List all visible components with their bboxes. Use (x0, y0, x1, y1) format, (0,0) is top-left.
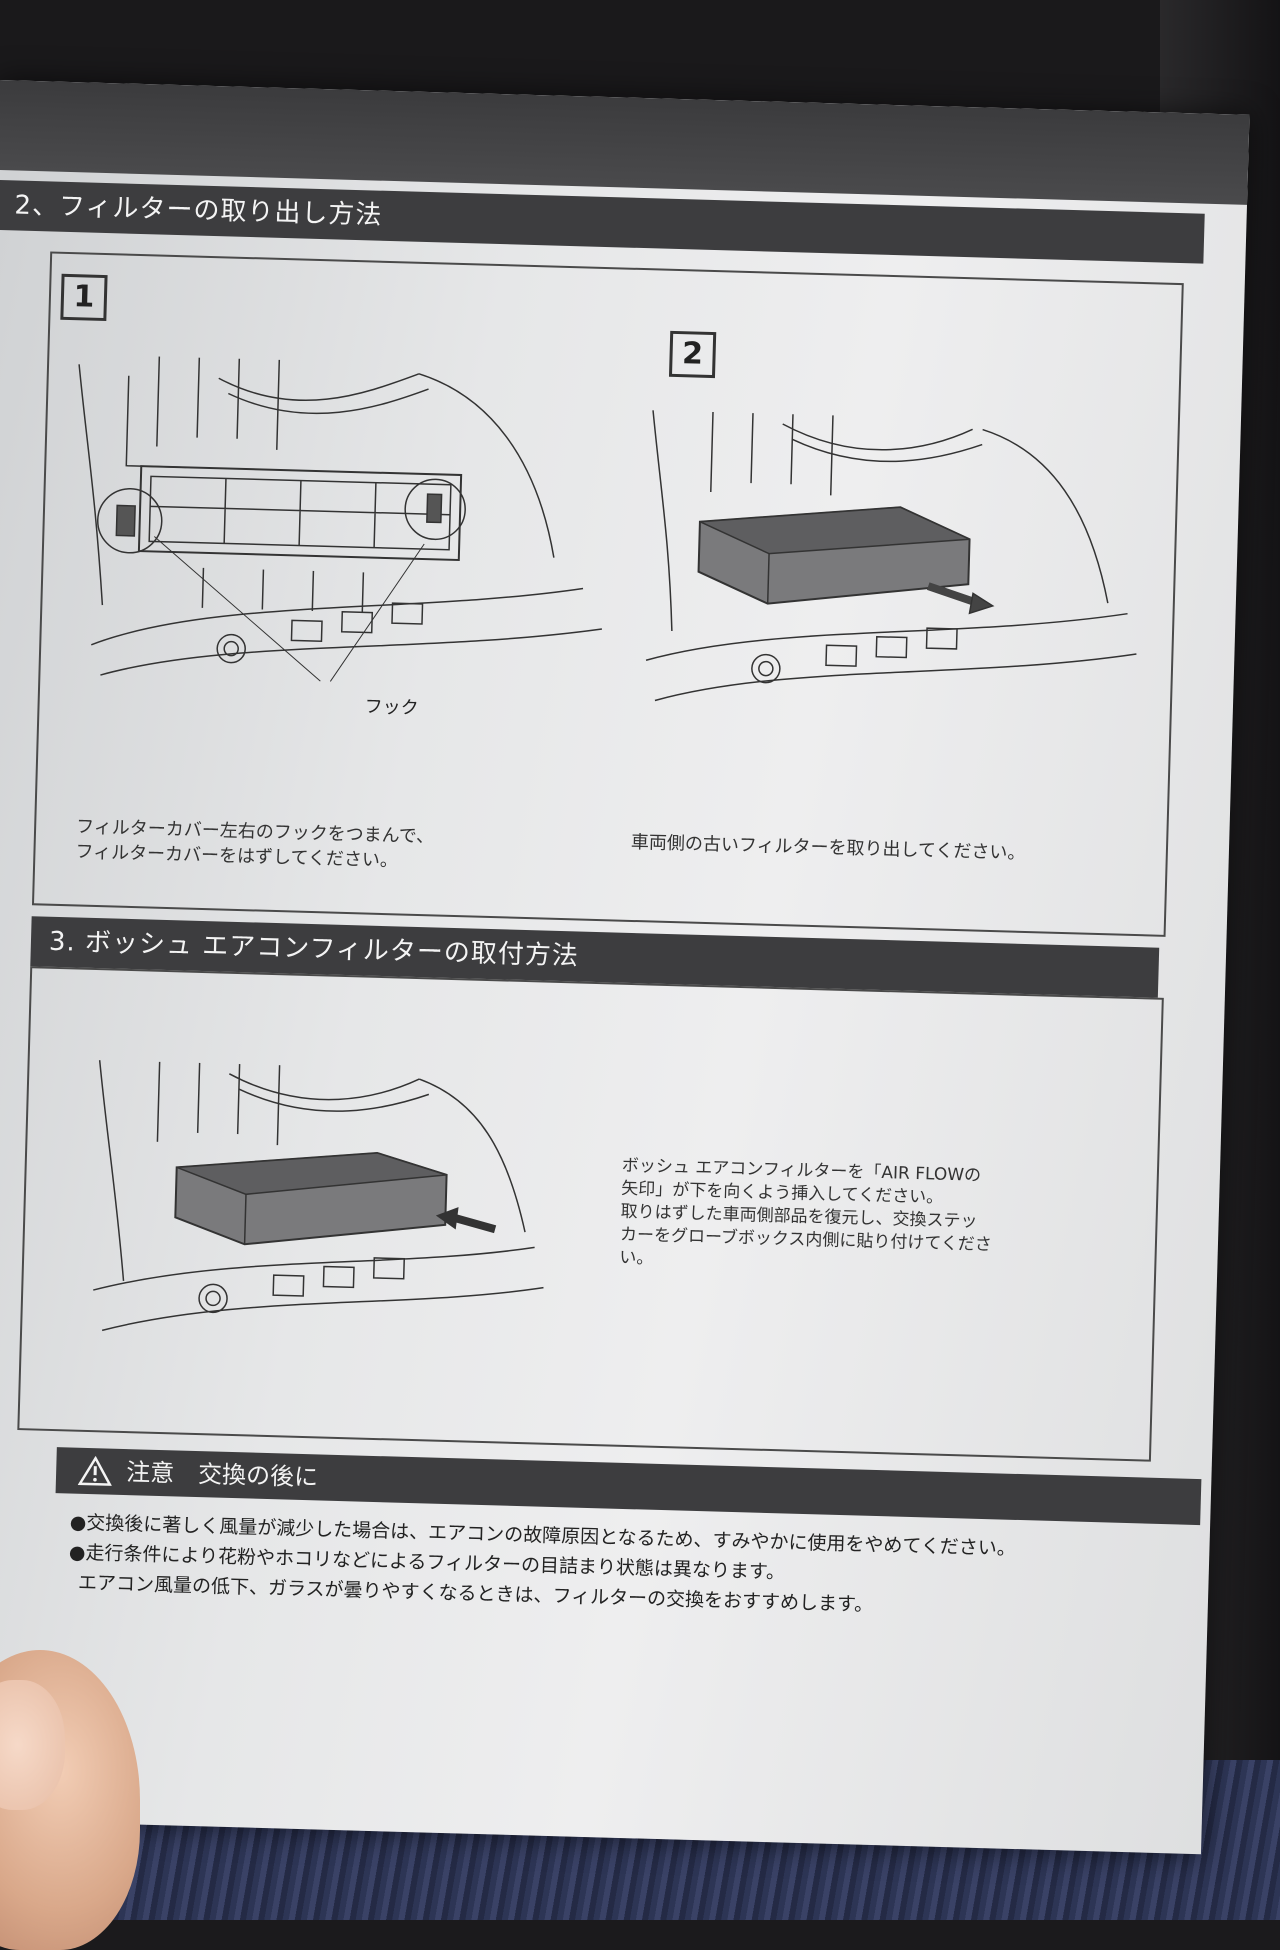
thumb (0, 1650, 140, 1950)
warning-icon (77, 1455, 112, 1486)
section-3-illustration (82, 1050, 560, 1363)
caution-bar: 注意 交換の後に (55, 1447, 1202, 1526)
step-1-illustration (60, 344, 630, 719)
hook-label: フック (364, 696, 419, 719)
step-2-caption: 車両側の古いフィルターを取り出してください。 (630, 831, 1026, 864)
thumbnail-nail (0, 1680, 65, 1810)
section-3-box: ボッシュ エアコンフィルターを「AIR FLOWの 矢印」が下を向くよう挿入して… (17, 966, 1164, 1462)
caution-list: ●交換後に著しく風量が減少した場合は、エアコンの故障原因となるため、すみやかに使… (68, 1508, 1017, 1624)
step-2-number: 2 (668, 330, 717, 379)
caution-title: 注意 交換の後に (125, 1458, 319, 1492)
section-3-caption: ボッシュ エアコンフィルターを「AIR FLOWの 矢印」が下を向くよう挿入して… (619, 1155, 994, 1280)
section-2-box: 1 2 (31, 251, 1184, 937)
background-top (0, 0, 1280, 95)
step-1-number: 1 (60, 273, 108, 322)
step-1-caption: フィルターカバー左右のフックをつまんで、 フィルターカバーをはずしてください。 (75, 814, 434, 874)
instruction-sheet: 2、フィルターの取り出し方法 1 2 (0, 80, 1250, 1855)
step-2-illustration (624, 400, 1153, 744)
